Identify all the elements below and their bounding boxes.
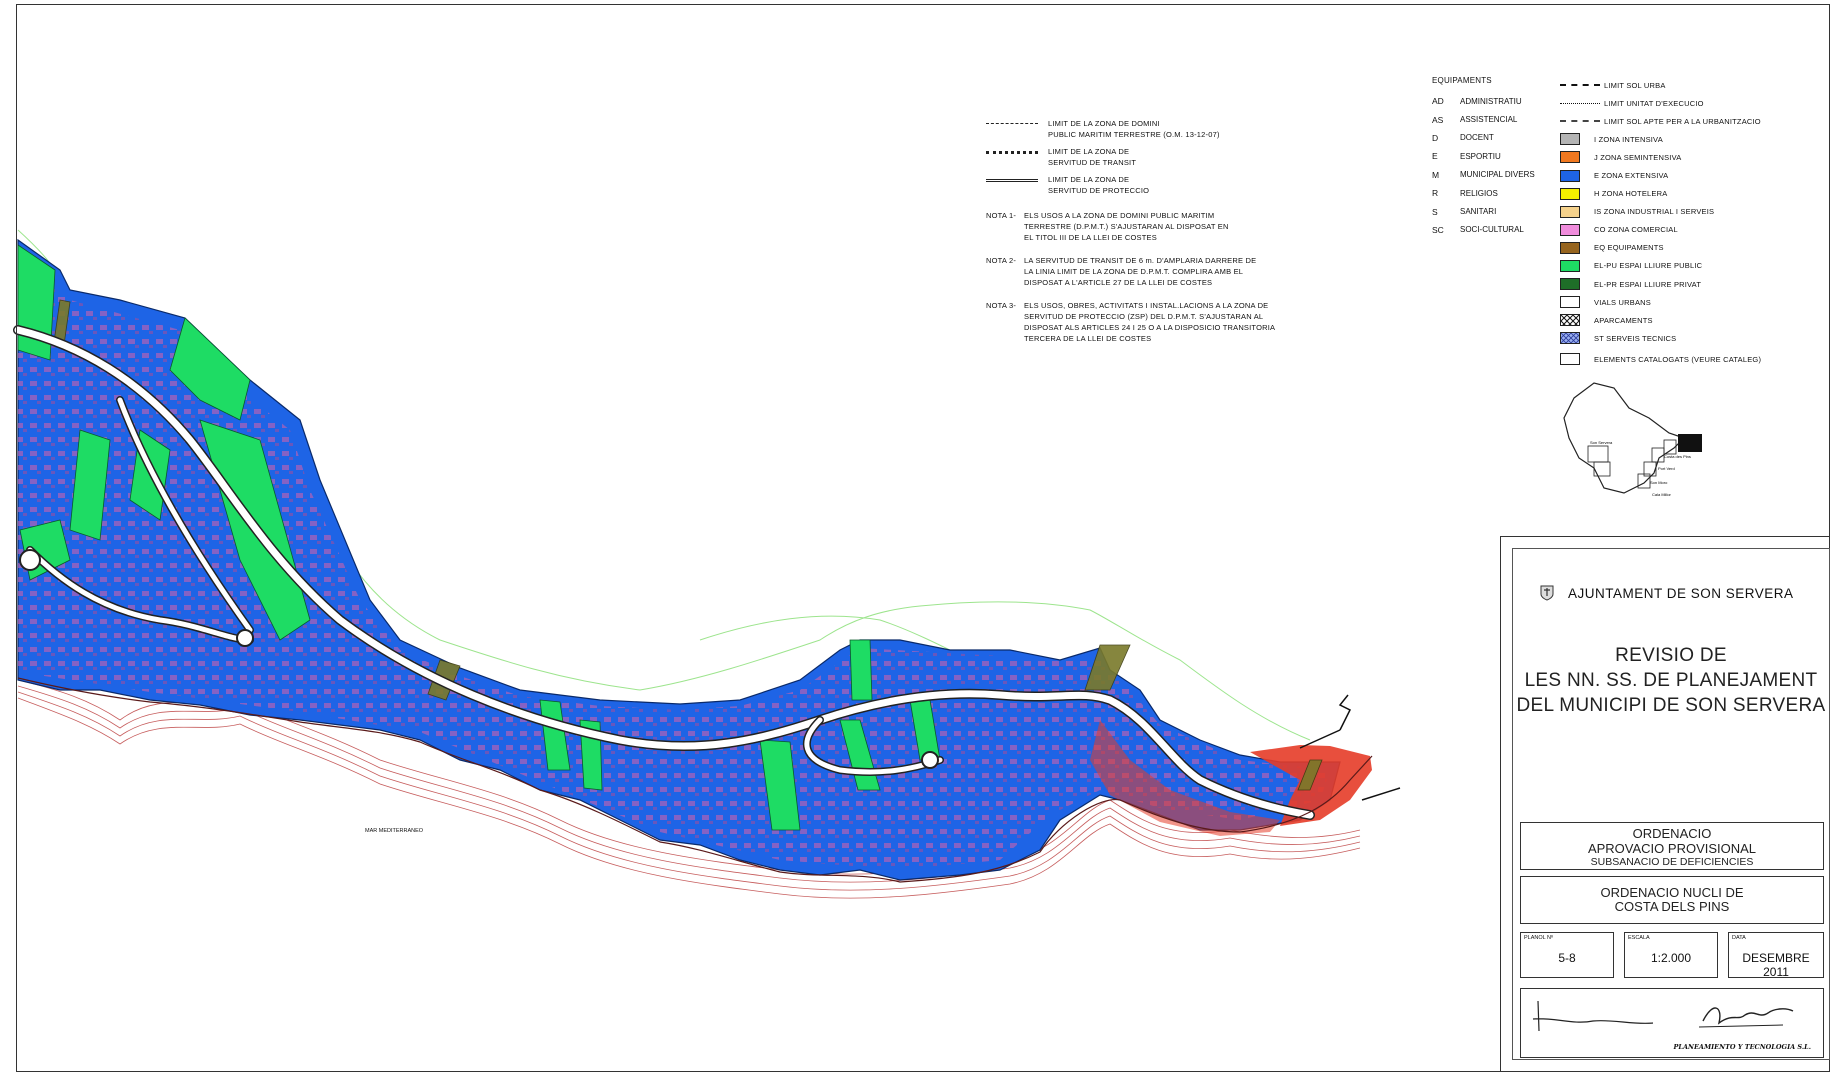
escala-box: ESCALA 1:2.000 [1624,932,1718,978]
plano-box: PLANOL Nº 5-8 [1520,932,1614,978]
legend-zone-item: EQ EQUIPAMENTS [1560,239,1830,257]
signatures [1532,1000,1794,1032]
line-sample [1560,102,1600,104]
title-block-inner [1512,548,1830,1060]
equipaments-heading: EQUIPAMENTS [1432,76,1492,85]
keymap-label: Son Moro [1650,480,1668,485]
nota-2: NOTA 2- LA SERVITUD DE TRANSIT DE 6 m. D… [986,256,1257,287]
swatch [1560,259,1580,272]
hatch-swatch [1560,314,1580,327]
legend-zone-item: VIALS URBANS [1560,293,1830,311]
swatch [1560,133,1580,146]
legend-zone-item: ELEMENTS CATALOGATS (VEURE CATALEG) [1560,350,1830,368]
legend-line-item: LIMIT SOL APTE PER A LA URBANITZACIO [1560,112,1830,130]
municipality-header: AJUNTAMENT DE SON SERVERA [1538,584,1794,602]
legend-zone-item: CO ZONA COMERCIAL [1560,221,1830,239]
main-road [13,325,1315,820]
legend-zone-item: E ZONA EXTENSIVA [1560,166,1830,184]
legend-line-item: LIMIT SOL URBA [1560,76,1830,94]
swatch [1560,151,1580,164]
data-box: DATA DESEMBRE 2011 [1728,932,1824,979]
nota-3: NOTA 3- ELS USOS, OBRES, ACTIVITATS I IN… [986,301,1276,343]
coastline [17,677,1373,883]
blue-hatch-swatch [1560,332,1580,345]
keymap-label: Port Verd [1658,466,1675,471]
coat-of-arms-icon [1540,585,1554,601]
legend-zone-item: ST SERVEIS TECNICS [1560,329,1830,347]
document-title: REVISIO DE LES NN. SS. DE PLANEJAMENT DE… [1516,645,1826,716]
sea-label: MAR MEDITERRANEO [365,828,424,834]
sheet-subject-box: ORDENACIO NUCLI DE COSTA DELS PINS [1520,876,1824,924]
keymap-label: Costa des Pins [1664,454,1691,459]
municipality-outline [1563,382,1686,494]
swatch [1560,205,1580,218]
line-sample-dense [986,179,1038,182]
firm-name: PLANEAMIENTO Y TECNOLOGIA S.L. [1673,1043,1812,1051]
swatch [1560,278,1580,291]
phase-box: ORDENACIO APROVACIO PROVISIONAL SUBSANAC… [1520,822,1824,870]
swatch [1560,353,1580,366]
current-sheet-marker [1678,434,1702,452]
zone-legend: LIMIT SOL URBA LIMIT UNITAT D'EXECUCIO L… [1560,76,1830,369]
line-sample-dash [986,123,1038,124]
keymap-label: Cala Millor [1652,492,1672,497]
legend-zone-item: I ZONA INTENSIVA [1560,130,1830,148]
legend-zone-item: H ZONA HOTELERA [1560,185,1830,203]
legend-zone-item: IS ZONA INDUSTRIAL I SERVEIS [1560,203,1830,221]
swatch [1560,296,1580,309]
key-map[interactable]: Son Servera Costa des Pins Port Verd Son… [1554,378,1714,508]
building-plots [18,260,1330,870]
roundabouts [19,549,939,769]
nota-1: NOTA 1- ELS USOS A LA ZONA DE DOMINI PUB… [986,211,1229,242]
keymap-label: Son Servera [1590,440,1613,445]
legend-zone-item: EL-PR ESPAI LLIURE PRIVAT [1560,275,1830,293]
line-sample-thick [986,151,1038,154]
line-sample [1560,120,1600,123]
swatch [1560,223,1580,236]
line-sample [1560,84,1600,87]
coast-contours [17,679,1361,899]
jetty [1299,694,1401,801]
legend-zone-item: EL-PU ESPAI LLIURE PUBLIC [1560,257,1830,275]
swatch [1560,241,1580,254]
swatch [1560,187,1580,200]
legend-line-item: LIMIT UNITAT D'EXECUCIO [1560,94,1830,112]
swatch [1560,169,1580,182]
legend-zone-item: J ZONA SEMINTENSIVA [1560,148,1830,166]
legend-zone-item: APARCAMENTS [1560,311,1830,329]
signature-box: PLANEAMIENTO Y TECNOLOGIA S.L. [1520,988,1824,1058]
